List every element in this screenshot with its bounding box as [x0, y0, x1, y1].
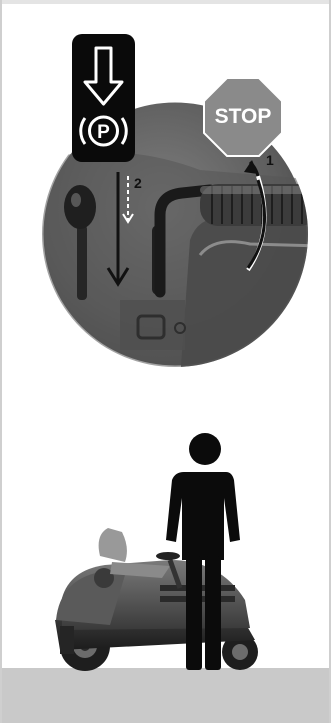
park-brake-icon: P	[72, 34, 135, 162]
step-2-label: 2	[134, 175, 142, 191]
stop-sign-icon: STOP	[204, 78, 282, 156]
stop-sign-label: STOP	[215, 105, 272, 128]
park-sign-label: P	[97, 122, 110, 143]
riding-mower-icon	[55, 528, 258, 671]
step-1-label: 1	[266, 152, 274, 168]
